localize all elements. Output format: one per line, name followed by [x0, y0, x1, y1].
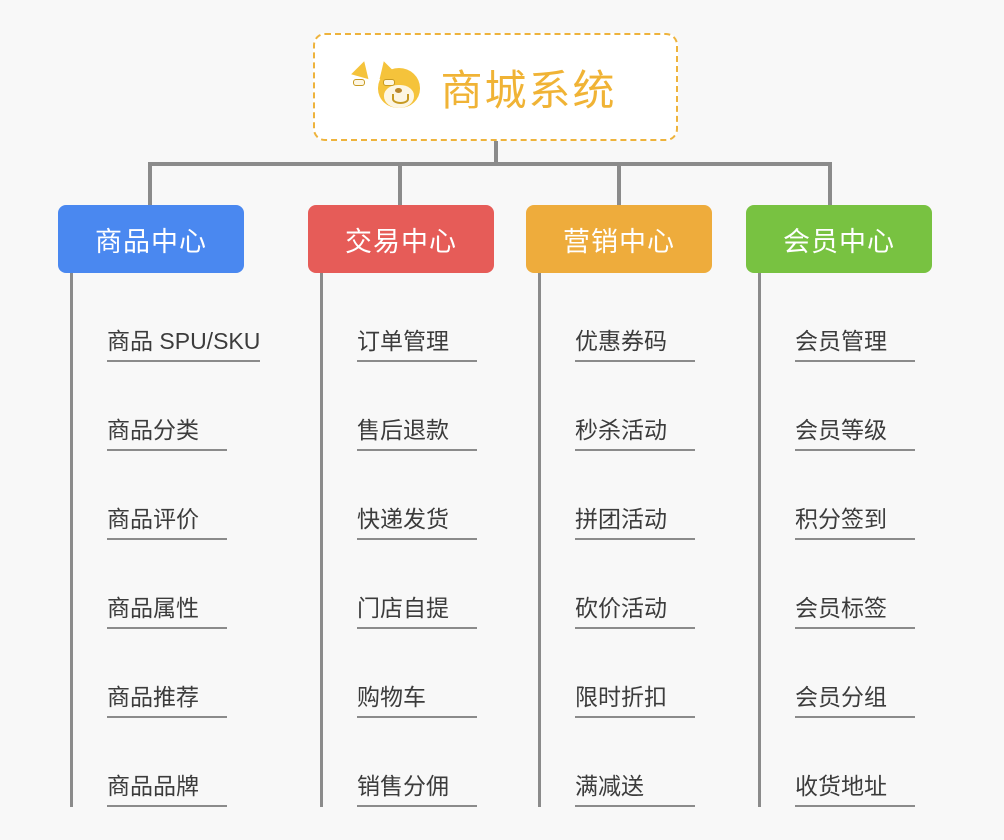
list-item[interactable]: 快递发货: [323, 451, 528, 540]
branch-header-marketing[interactable]: 营销中心: [526, 205, 712, 273]
list-item[interactable]: 购物车: [323, 629, 528, 718]
list-item-label: 订单管理: [357, 328, 477, 362]
list-item[interactable]: 商品品牌: [73, 718, 278, 807]
branch-items-marketing: 优惠券码 秒杀活动 拼团活动 砍价活动 限时折扣 满减送: [538, 273, 746, 807]
root-title: 商城系统: [440, 66, 617, 114]
list-item-label: 优惠券码: [575, 328, 695, 362]
list-item[interactable]: 售后退款: [323, 362, 528, 451]
branch-items-trade: 订单管理 售后退款 快递发货 门店自提 购物车 销售分佣: [320, 273, 528, 807]
branch-label: 交易中心: [345, 226, 457, 257]
list-item-label: 会员等级: [795, 417, 915, 451]
list-item[interactable]: 限时折扣: [541, 629, 746, 718]
list-item-label: 会员管理: [795, 328, 915, 362]
list-item-label: 商品分类: [107, 417, 227, 451]
list-item[interactable]: 会员管理: [761, 273, 966, 362]
list-item-label: 砍价活动: [575, 595, 695, 629]
list-item-label: 会员标签: [795, 595, 915, 629]
list-item-label: 商品品牌: [107, 773, 227, 807]
list-item-label: 收货地址: [795, 773, 915, 807]
list-item-label: 购物车: [357, 684, 477, 718]
list-item-label: 售后退款: [357, 417, 477, 451]
connector-drop-1: [148, 162, 152, 205]
root-node[interactable]: 商城系统: [313, 33, 678, 141]
list-item-label: 拼团活动: [575, 506, 695, 540]
connector-drop-3: [617, 162, 621, 205]
branch-label: 会员中心: [783, 226, 895, 257]
list-item[interactable]: 拼团活动: [541, 451, 746, 540]
list-item-label: 商品推荐: [107, 684, 227, 718]
list-item[interactable]: 积分签到: [761, 451, 966, 540]
list-item[interactable]: 销售分佣: [323, 718, 528, 807]
branch-header-member[interactable]: 会员中心: [746, 205, 932, 273]
list-item[interactable]: 满减送: [541, 718, 746, 807]
branch-header-trade[interactable]: 交易中心: [308, 205, 494, 273]
list-item-label: 商品属性: [107, 595, 227, 629]
list-item-label: 会员分组: [795, 684, 915, 718]
list-item[interactable]: 秒杀活动: [541, 362, 746, 451]
branch-label: 商品中心: [95, 226, 207, 257]
connector-drop-2: [398, 162, 402, 205]
list-item[interactable]: 订单管理: [323, 273, 528, 362]
list-item[interactable]: 商品评价: [73, 451, 278, 540]
branch-header-product[interactable]: 商品中心: [58, 205, 244, 273]
branch-items-member: 会员管理 会员等级 积分签到 会员标签 会员分组 收货地址: [758, 273, 966, 807]
connector-drop-4: [828, 162, 832, 205]
connector-root-stem: [494, 141, 498, 165]
list-item-label: 销售分佣: [357, 773, 477, 807]
branch-column-product: 商品中心 商品 SPU/SKU 商品分类 商品评价 商品属性 商品推荐 商品品牌: [58, 205, 278, 807]
list-item[interactable]: 会员分组: [761, 629, 966, 718]
list-item-label: 秒杀活动: [575, 417, 695, 451]
list-item[interactable]: 门店自提: [323, 540, 528, 629]
list-item-label: 限时折扣: [575, 684, 695, 718]
list-item[interactable]: 会员等级: [761, 362, 966, 451]
branch-column-marketing: 营销中心 优惠券码 秒杀活动 拼团活动 砍价活动 限时折扣 满减送: [526, 205, 746, 807]
list-item[interactable]: 商品分类: [73, 362, 278, 451]
branch-column-member: 会员中心 会员管理 会员等级 积分签到 会员标签 会员分组 收货地址: [746, 205, 966, 807]
branch-column-trade: 交易中心 订单管理 售后退款 快递发货 门店自提 购物车 销售分佣: [308, 205, 528, 807]
list-item-label: 商品评价: [107, 506, 227, 540]
list-item[interactable]: 商品推荐: [73, 629, 278, 718]
list-item-label: 商品 SPU/SKU: [107, 328, 261, 362]
branch-label: 营销中心: [563, 226, 675, 257]
branch-items-product: 商品 SPU/SKU 商品分类 商品评价 商品属性 商品推荐 商品品牌: [70, 273, 278, 807]
list-item-label: 积分签到: [795, 506, 915, 540]
list-item[interactable]: 优惠券码: [541, 273, 746, 362]
list-item-label: 满减送: [575, 773, 695, 807]
list-item[interactable]: 商品 SPU/SKU: [73, 273, 278, 362]
list-item-label: 快递发货: [357, 506, 477, 540]
connector-horizontal-bus: [148, 162, 832, 166]
list-item-label: 门店自提: [357, 595, 477, 629]
list-item[interactable]: 收货地址: [761, 718, 966, 807]
list-item[interactable]: 商品属性: [73, 540, 278, 629]
dog-face-icon: [351, 58, 426, 113]
list-item[interactable]: 会员标签: [761, 540, 966, 629]
list-item[interactable]: 砍价活动: [541, 540, 746, 629]
